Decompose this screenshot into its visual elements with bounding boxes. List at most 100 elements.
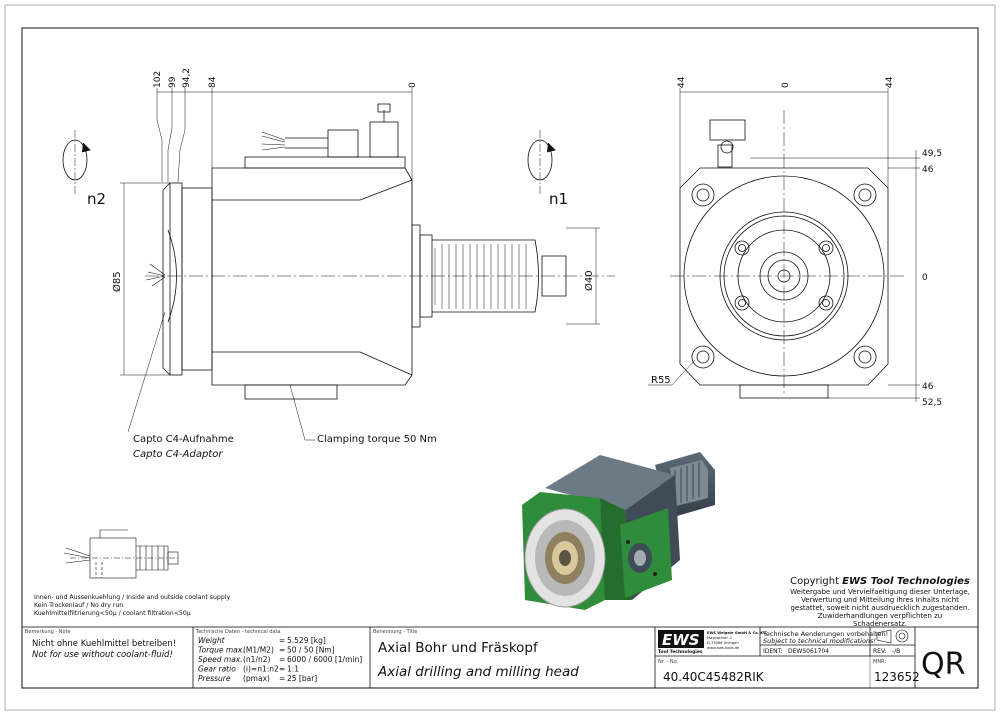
qr-label: QR <box>921 647 965 682</box>
dim-46-top: 46 <box>922 165 934 175</box>
rev-value: -/B <box>892 648 900 655</box>
copyright-notice: Copyright EWS Tool Technologies Weiterga… <box>790 576 970 628</box>
front-fitting-nut <box>709 119 746 141</box>
coolant-fitting-cap <box>377 103 391 113</box>
front-mid-circle <box>719 211 849 341</box>
clamping-leader <box>289 384 315 441</box>
front-mid-circle-2 <box>723 215 845 337</box>
spindle-tip <box>541 255 567 297</box>
copyright-line-2: Verwertung und Mitteilung ihres Inhalts … <box>801 596 959 604</box>
changes-en: Subject to technical modifications! <box>763 637 876 645</box>
note-en: Not for use without coolant-fluid! <box>32 650 173 660</box>
tech-row-value: 5.529 [kg] <box>287 636 326 645</box>
dim-52-5: 52,5 <box>922 398 942 408</box>
dim-0-side: 0 <box>408 82 418 88</box>
callout-capto-en: Capto C4-Adaptor <box>133 449 223 460</box>
outer-border <box>4 4 996 711</box>
ews-logo-sub: Tool Technologies <box>658 649 703 655</box>
capto-taper <box>162 182 171 376</box>
ident-label: IDENT: <box>763 648 783 655</box>
coolant-note-3: Kuehlmittelfiltrierung<50µ / coolant fil… <box>34 610 191 617</box>
coolant-fitting-body <box>327 129 359 158</box>
tech-row-eq: = <box>279 655 285 664</box>
part-number: 40.40C45482RIK <box>663 670 765 684</box>
copyright-line-1: Weitergabe und Vervielfaeltigung dieser … <box>790 588 970 596</box>
dim-49-5: 49,5 <box>922 149 942 159</box>
spindle-thread <box>434 244 527 309</box>
dim-46-bottom: 46 <box>922 382 934 392</box>
rev-label: REV: <box>873 648 887 655</box>
front-fitting-port <box>720 140 734 154</box>
coolant-spray-top <box>261 131 286 151</box>
capto-leader <box>127 311 166 433</box>
tech-row-value: 1:1 <box>287 665 299 674</box>
capto-curve <box>167 229 177 323</box>
label-n1: n1 <box>549 190 568 208</box>
copyright-title: Copyright EWS Tool Technologies <box>790 576 970 588</box>
tech-row-value: 50 / 50 [Nm] <box>287 646 335 655</box>
housing-chamfer-bottom <box>359 351 413 376</box>
isometric-render <box>522 452 715 610</box>
tech-row-eq: = <box>279 665 285 674</box>
inner-bolts <box>734 240 834 311</box>
front-inner-circle <box>759 251 809 301</box>
callout-clamping: Clamping torque 50 Nm <box>317 434 437 445</box>
dim-44-right: 44 <box>885 76 895 88</box>
housing-chamfer-top <box>359 179 413 201</box>
dim-44-left: 44 <box>677 76 687 88</box>
coolant-schematic <box>63 529 180 579</box>
dim-84: 84 <box>208 76 218 88</box>
adapter-ring <box>181 187 213 371</box>
front-bottom-block <box>739 384 829 399</box>
side-view <box>62 88 615 441</box>
front-housing <box>679 167 889 386</box>
r55-leader <box>648 359 696 386</box>
title-block-frame <box>21 626 979 689</box>
title-header: Benennung - Title <box>373 629 417 635</box>
tech-row-label: Gear ratio <box>198 665 236 674</box>
dim-102: 102 <box>153 71 163 88</box>
copyright-line-3: gestattet, soweit nicht ausdruecklich zu… <box>790 604 970 612</box>
output-collar <box>419 234 433 318</box>
nr-label: Nr. - No. <box>658 659 679 665</box>
ews-address-1: EWS Weigele GmbH & Co. KG <box>707 631 766 635</box>
tech-row-value: 6000 / 6000 [1/min] <box>287 655 362 664</box>
tech-row-value: 25 [bar] <box>287 674 317 683</box>
front-spindle-circle <box>767 259 801 293</box>
tech-row-label: Torque max. <box>198 646 245 655</box>
dim-0-right: 0 <box>922 273 928 283</box>
note-de: Nicht ohne Kuehlmittel betreiben! <box>32 639 176 649</box>
copyright-prefix: Copyright <box>790 576 843 587</box>
tech-row-sym: (pmax) <box>243 674 270 683</box>
capto-flange <box>169 182 183 376</box>
ews-logo: EWS <box>662 631 700 649</box>
ews-logo-box <box>658 630 704 648</box>
tech-row-sym: (M1/M2) <box>243 646 274 655</box>
ident-value: DEWS061704 <box>788 648 829 655</box>
tech-row-eq: = <box>279 636 285 645</box>
top-plate <box>244 156 406 169</box>
corner-bolts <box>691 183 877 369</box>
ews-address-4: www.ews-tools.de <box>707 646 740 650</box>
dim-dia85: Ø85 <box>111 271 123 292</box>
mnr-label: MNR: <box>873 659 886 665</box>
title-block <box>21 626 979 689</box>
coolant-spray-nose <box>145 263 166 287</box>
front-center-hole <box>777 269 791 283</box>
dim-0-front: 0 <box>781 82 791 88</box>
coolant-note-2: Kein Trockenlauf / No dry run <box>34 602 123 609</box>
front-outer-circle <box>683 175 885 377</box>
changes-de: Technische Aenderungen vorbehalten! <box>762 630 888 638</box>
front-fitting-stem <box>717 144 733 168</box>
dim-94-2: 94,2 <box>182 68 192 88</box>
tech-header: Technische Daten - technical data <box>195 629 281 635</box>
dim-r55: R55 <box>651 375 671 386</box>
tech-row-label: Pressure <box>198 674 231 683</box>
dim-99: 99 <box>168 76 178 88</box>
bottom-block <box>244 384 338 400</box>
mnr-value: 123652 <box>874 670 920 684</box>
coolant-note-1: Innen- und Aussenkuehlung / Inside and o… <box>34 594 231 601</box>
tech-row-sym: (i)=n1:n2 <box>243 665 279 674</box>
